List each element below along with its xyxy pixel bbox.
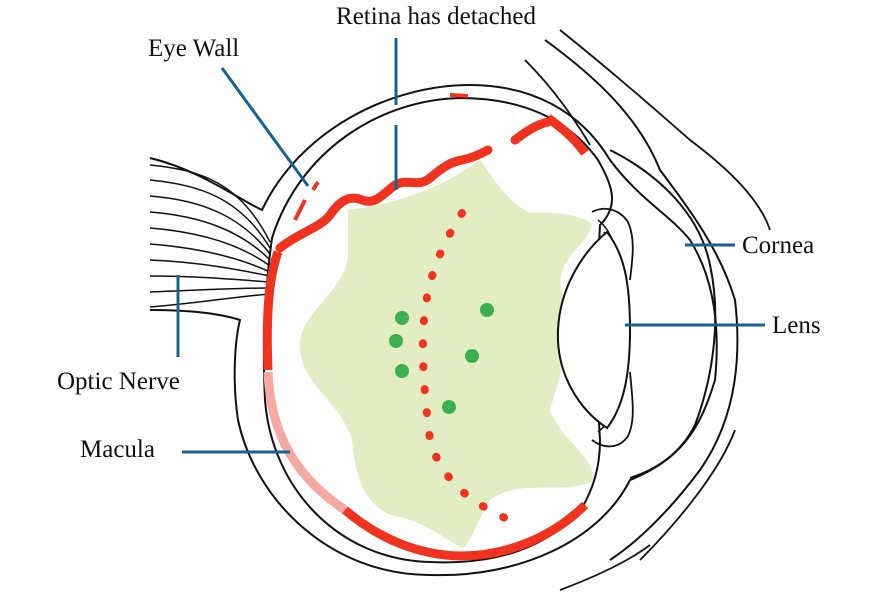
floaters [389, 303, 494, 414]
retinal-tear-trail [418, 209, 522, 529]
floater [465, 349, 479, 363]
retina-top-fragment [293, 93, 469, 221]
cornea [609, 149, 717, 479]
retina-detached-flap [510, 117, 553, 145]
eyelid-lower [639, 429, 736, 561]
eyelid-upper [559, 29, 771, 231]
macula-region [263, 371, 348, 514]
eyelid-fold [524, 59, 591, 146]
eye-wall-inner [262, 96, 614, 564]
label-lens: Lens [772, 312, 821, 339]
lens [556, 230, 632, 430]
label-macula: Macula [80, 436, 155, 463]
label-retina-detached: Retina has detached [336, 3, 536, 30]
iris-upper [591, 208, 634, 281]
label-eye-wall: Eye Wall [148, 35, 239, 62]
retina-attached-bottom [342, 501, 589, 561]
iris-lower [591, 371, 634, 448]
vitreous-gel [300, 160, 594, 548]
floater [395, 364, 409, 378]
floater [480, 303, 494, 317]
floater [389, 334, 403, 348]
leader-lines [176, 38, 765, 454]
floater [442, 400, 456, 414]
eyelid-fold-lower [559, 544, 651, 591]
leader-eye-wall [220, 67, 310, 187]
cornea-outer [544, 39, 739, 561]
retina-attached-left [262, 250, 283, 371]
label-cornea: Cornea [742, 232, 814, 259]
eye-wall-outer [149, 83, 718, 577]
optic-nerve-fibres [149, 164, 271, 308]
floater [395, 311, 409, 325]
label-optic-nerve: Optic Nerve [57, 368, 180, 395]
